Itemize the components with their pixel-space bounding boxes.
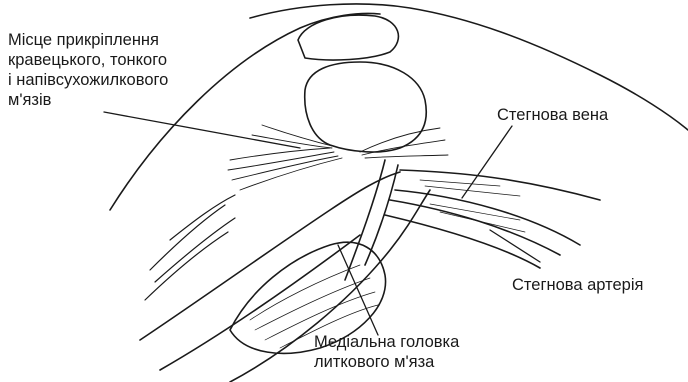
femoral-vein-upper — [400, 170, 600, 200]
leader-vein — [462, 126, 512, 198]
gastrocnemius-line-1: Медіальна головка — [314, 332, 459, 352]
gastrocnemius-label: Медіальна головка литкового м'яза — [314, 332, 459, 372]
leader-gastro — [338, 245, 378, 335]
gastrocnemius-line-2: литкового м'яза — [314, 352, 459, 372]
femoral-vein-label: Стегнова вена — [497, 105, 608, 125]
femoral-artery-label: Стегнова артерія — [512, 275, 643, 295]
insertion-line-1: Місце прикріплення — [8, 30, 168, 50]
insertion-line-4: м'язів — [8, 90, 168, 110]
femoral-condyle — [305, 62, 427, 152]
tendon-fan — [228, 125, 448, 190]
leader-insertion — [104, 112, 300, 148]
femoral-vein-lower — [395, 190, 580, 245]
vessel-hatching — [420, 180, 525, 232]
patella-outline — [298, 15, 398, 60]
insertion-label: Місце прикріплення кравецького, тонкого … — [8, 30, 168, 110]
femoral-artery-lower — [385, 215, 540, 268]
leg-contour-1 — [140, 172, 400, 340]
femoral-artery-upper — [390, 200, 560, 255]
insertion-line-3: і напівсухожилкового — [8, 70, 168, 90]
insertion-line-2: кравецького, тонкого — [8, 50, 168, 70]
